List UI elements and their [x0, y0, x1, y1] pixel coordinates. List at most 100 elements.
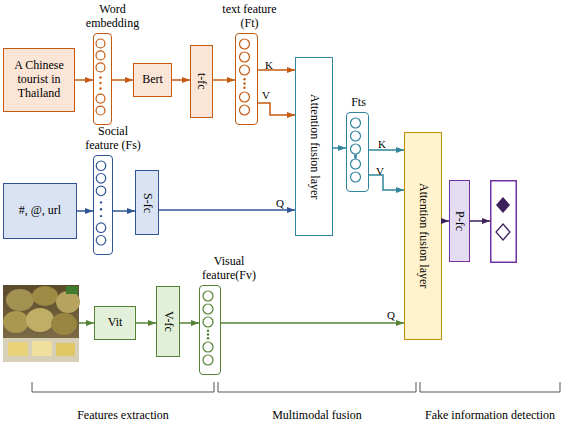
node-label: Attention fusion layer [307, 94, 321, 199]
visual-feature-column: Visual feature(Fv) [199, 285, 221, 375]
edge-label: K [378, 139, 386, 150]
connector-arrow [221, 322, 404, 324]
connector-arrow [136, 322, 156, 324]
feature-heading: text feature (Ft) [218, 3, 282, 31]
node-label: Vit [108, 316, 123, 330]
fc-layer-box: P-fc [449, 180, 470, 262]
neuron-circle [96, 186, 106, 196]
ellipsis-dot [354, 157, 356, 159]
neuron-circle [203, 355, 213, 365]
connector-arrow [75, 79, 93, 81]
vit-box: Vit [94, 306, 136, 340]
attention-fusion-box: Attention fusion layer [404, 132, 442, 340]
connector-arrow [180, 322, 199, 324]
fc-layer-box: t-fc [190, 45, 213, 118]
ellipsis-dot [99, 82, 101, 84]
neuron-circle [240, 65, 250, 75]
feature-neurons [236, 34, 256, 123]
node-label: Attention fusion layer [416, 183, 430, 288]
node-label: #, @, url [19, 204, 61, 218]
ellipsis-dot [243, 82, 245, 84]
section-label: Multimodal fusion [272, 408, 362, 423]
neuron-circle [96, 63, 105, 72]
connector-arrow [159, 209, 295, 211]
edge-label: V [262, 90, 270, 101]
neuron-circle [96, 106, 105, 115]
ellipsis-dot [100, 208, 102, 210]
neuron-circle [203, 291, 213, 301]
neuron-circle [240, 92, 250, 102]
section-label: Fake information detection [425, 408, 555, 423]
social-input-box: #, @, url [3, 183, 77, 239]
neuron-circle [96, 161, 106, 171]
neuron-circle [240, 52, 250, 62]
connector-arrow [333, 147, 346, 149]
connector-arrow [172, 79, 190, 81]
ellipsis-dot [207, 333, 209, 335]
edge-label: Q [276, 198, 284, 209]
fc-layer-box: S-fc [135, 170, 159, 235]
feature-neurons [94, 34, 110, 123]
node-label: V-fc [161, 311, 175, 332]
edge-label: V [376, 166, 384, 177]
ellipsis-dot [99, 87, 101, 89]
durian-photo [3, 285, 80, 362]
attention-fusion-box: Attention fusion layer [295, 57, 333, 236]
neuron-circle [351, 131, 361, 141]
neuron-circle [96, 94, 105, 103]
ellipsis-dot [243, 78, 245, 80]
ellipsis-dot [207, 330, 209, 332]
node-label: S-fc [140, 193, 154, 213]
neuron-circle [96, 51, 105, 60]
ellipsis-dot [100, 201, 102, 203]
neuron-circle [351, 144, 361, 154]
connector-arrow [113, 210, 135, 212]
section-label: Features extraction [77, 408, 169, 423]
feature-neurons [94, 156, 111, 253]
neuron-circle [96, 223, 106, 233]
connector-arrow [369, 175, 404, 190]
connector-arrow [112, 79, 133, 81]
embedding-column: Word embedding [93, 33, 112, 125]
input-text-box: A Chinese tourist in Thailand [3, 48, 75, 112]
section-brackets [32, 382, 560, 392]
neuron-circle [351, 159, 361, 169]
ellipsis-dot [207, 337, 209, 339]
node-label: A Chinese tourist in Thailand [4, 59, 74, 100]
neuron-circle [203, 342, 213, 352]
connector-arrow [77, 210, 93, 212]
ellipsis-dot [243, 87, 245, 89]
feature-neurons [200, 286, 219, 373]
neuron-circle [203, 304, 213, 314]
bert-box: Bert [133, 63, 172, 97]
output-arrow [470, 220, 490, 222]
neuron-circle [351, 172, 361, 182]
neuron-circle [240, 105, 250, 115]
neuron-circle [96, 235, 106, 245]
output-box [491, 181, 517, 263]
feature-heading: Fts [339, 96, 379, 110]
neuron-circle [96, 39, 105, 48]
node-label: t-fc [195, 73, 209, 90]
fc-layer-box: V-fc [156, 286, 180, 357]
node-label: Bert [142, 73, 163, 87]
ellipsis-dot [100, 215, 102, 217]
connector-arrow [369, 149, 404, 151]
social-feature-column: Social feature (Fs) [93, 155, 113, 255]
neuron-circle [96, 174, 106, 184]
image-arrow [79, 322, 94, 324]
neuron-circle [240, 39, 250, 49]
fused-feature-column: Fts [346, 112, 369, 192]
feature-heading: Social feature (Fs) [81, 125, 145, 153]
connector-arrow [258, 69, 295, 71]
neuron-circle [351, 118, 361, 128]
edge-label: Q [387, 310, 395, 321]
node-label: P-fc [453, 211, 467, 231]
connector-arrow [213, 79, 235, 81]
feature-heading: Visual feature(Fv) [197, 255, 261, 283]
connector-arrow [442, 220, 449, 222]
connector-arrow [258, 103, 295, 115]
